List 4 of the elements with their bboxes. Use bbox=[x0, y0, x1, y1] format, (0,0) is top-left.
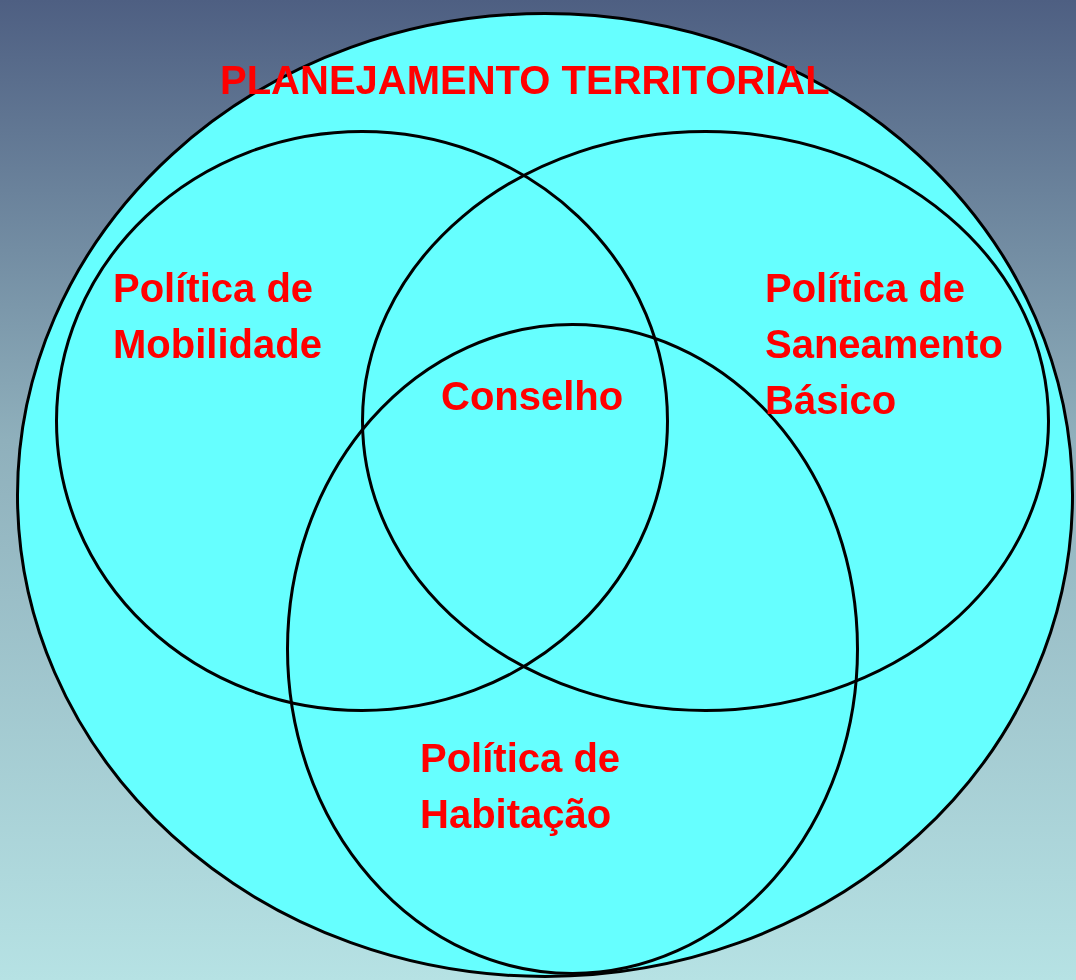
center-label: Conselho bbox=[441, 373, 624, 420]
circle-label: Política de Saneamento Básico bbox=[765, 265, 1004, 424]
circle-label: Política de Habitação bbox=[420, 735, 622, 838]
circle-label: Política de Mobilidade bbox=[113, 265, 323, 368]
